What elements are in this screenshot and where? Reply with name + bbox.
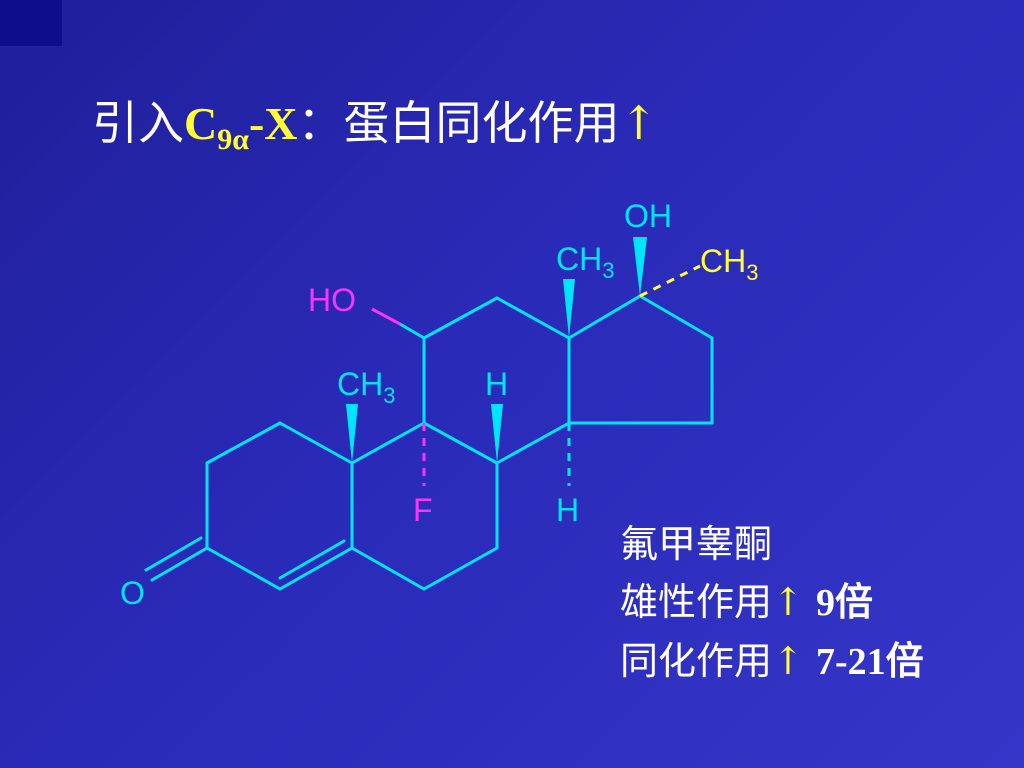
bond bbox=[422, 421, 499, 465]
title-colon: ： bbox=[297, 96, 344, 150]
androgenic-label: 雄性作用 bbox=[620, 580, 773, 624]
ho-bond-magenta bbox=[371, 307, 401, 326]
wedge-bond-h8 bbox=[491, 404, 503, 463]
up-arrow-icon: ↑ bbox=[772, 639, 804, 683]
double-bond-inner bbox=[278, 539, 346, 580]
title-subscript: 9α bbox=[217, 123, 249, 156]
anabolic-label: 同化作用 bbox=[620, 639, 773, 683]
anabolic-activity-line: 同化作用↑ 7-21倍 bbox=[620, 632, 924, 691]
bond bbox=[205, 546, 282, 591]
ho-bond-cyan bbox=[399, 322, 425, 340]
wedge-bond-c18 bbox=[563, 279, 575, 338]
anabolic-value: 7-21倍 bbox=[815, 641, 924, 683]
skeleton-bonds bbox=[144, 294, 714, 591]
oh-label: OH bbox=[624, 198, 672, 234]
title-text: 蛋白同化作用 bbox=[343, 96, 620, 150]
up-arrow-icon: ↑ bbox=[772, 580, 804, 624]
corner-block bbox=[0, 0, 62, 46]
h-label-c14: H bbox=[556, 492, 579, 528]
bond bbox=[495, 421, 571, 465]
androgenic-activity-line: 雄性作用↑ 9倍 bbox=[620, 573, 924, 632]
slide-title: 引入C9α-X：蛋白同化作用↑ bbox=[92, 100, 658, 155]
wedge-bond-oh bbox=[633, 237, 647, 296]
wedge-bonds bbox=[346, 237, 647, 463]
bond bbox=[567, 294, 642, 340]
bond bbox=[350, 546, 426, 591]
wedge-bond-c19 bbox=[346, 404, 358, 463]
ch3-label-c19: CH3 bbox=[337, 366, 395, 408]
hashed-bond-ch3 bbox=[639, 264, 701, 298]
bond bbox=[350, 421, 426, 465]
h-label-c8: H bbox=[485, 366, 508, 402]
bond bbox=[422, 546, 499, 591]
title-prefix: 引入 bbox=[92, 96, 184, 150]
o-label: O bbox=[120, 575, 145, 611]
f-label: F bbox=[413, 492, 433, 528]
carbonyl-bond bbox=[150, 546, 209, 582]
title-c: C bbox=[184, 98, 218, 149]
up-arrow-icon: ↑ bbox=[619, 96, 659, 150]
ch3-label-side: CH3 bbox=[700, 243, 758, 285]
compound-name: 氟甲睾酮 bbox=[620, 522, 773, 566]
bond bbox=[278, 421, 354, 465]
ch3-label-c18: CH3 bbox=[556, 241, 614, 283]
title-x: -X bbox=[248, 98, 298, 149]
ho-label: HO bbox=[308, 282, 356, 318]
bond bbox=[495, 296, 571, 340]
info-block: 氟甲睾酮 雄性作用↑ 9倍 同化作用↑ 7-21倍 bbox=[620, 515, 924, 691]
hashed-bonds bbox=[422, 264, 701, 486]
bond bbox=[638, 294, 714, 340]
bond bbox=[422, 296, 499, 340]
bond bbox=[278, 546, 354, 591]
carbonyl-bond bbox=[144, 536, 203, 572]
androgenic-value: 9倍 bbox=[815, 582, 873, 624]
bond bbox=[205, 421, 282, 465]
